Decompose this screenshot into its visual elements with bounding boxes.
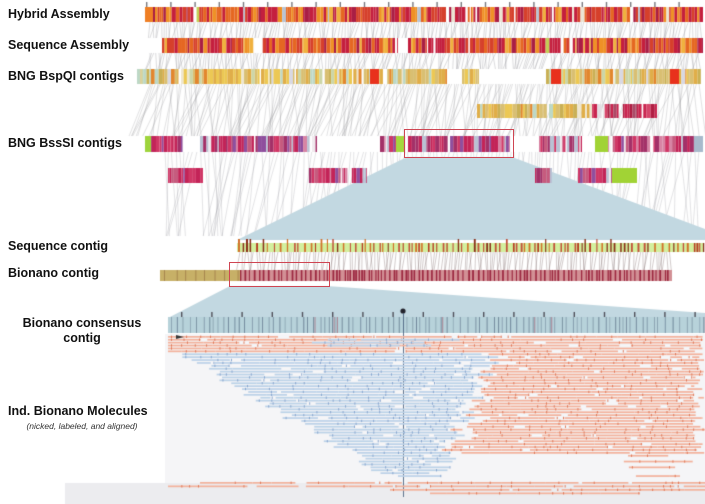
bng-bsssi-contigs-label: BNG BssSI contigs [8,136,122,150]
molecules-note-label: (nicked, labeled, and aligned) [26,421,138,431]
sequence-assembly-label: Sequence Assembly [8,38,130,52]
bionano-consensus-line2: contig [63,331,101,345]
sequence-contig-label: Sequence contig [8,239,109,253]
hybrid-assembly-label: Hybrid Assembly [8,7,110,21]
bionano-contig-label: Bionano contig [8,266,99,280]
hybrid-assembly-track [145,6,703,23]
sequence-assembly-track [162,37,703,54]
bionano-consensus-contig-label: Bionano consensus contig [2,316,162,346]
sequence-contig-track [237,238,703,253]
bionano-molecules-region [168,334,705,495]
highlight-box-bsssi-region [404,129,514,158]
bng-bspqi-contigs-label: BNG BspQI contigs [8,69,124,83]
highlight-box-bionano-region [229,262,330,287]
bionano-consensus-line1: Bionano consensus [22,316,142,330]
ind-bionano-molecules-label: Ind. Bionano Molecules [8,404,148,418]
bionano-consensus-contig-track [168,311,705,333]
bng-bspqi-contigs-track [137,68,703,119]
